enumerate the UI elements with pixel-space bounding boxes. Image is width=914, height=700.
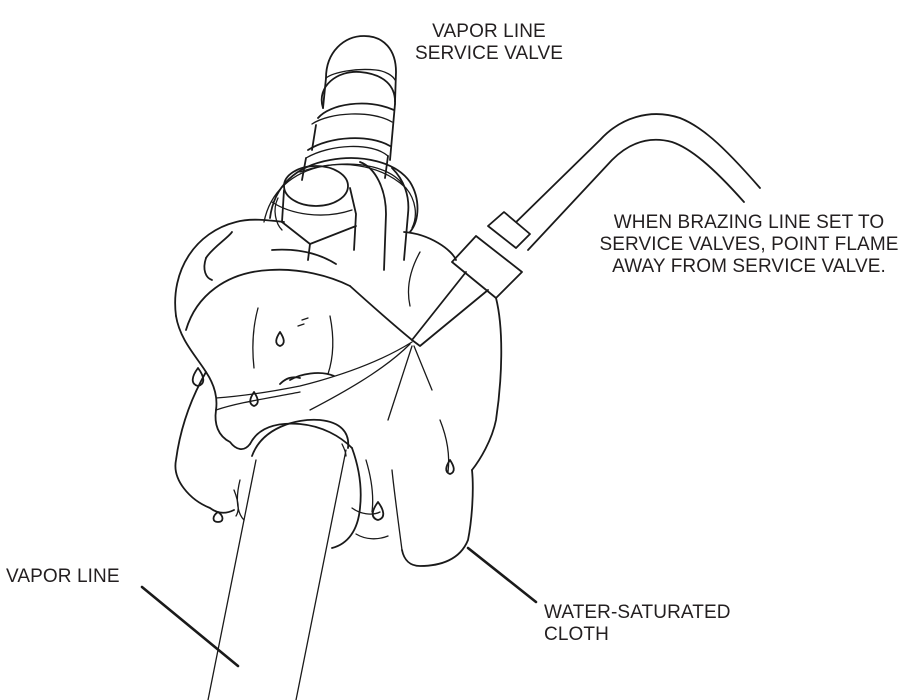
valve-body [263,157,419,271]
valve-cap-nut [271,165,357,261]
brazing-torch [411,113,761,347]
brazing-note-line3: AWAY FROM SERVICE VALVE. [612,256,886,277]
vapor-line-pipe [207,418,350,700]
cloth-label: WATER-SATURATED CLOTH [544,602,731,646]
service-valve-label-line2: SERVICE VALVE [414,43,564,64]
service-valve-stem [301,35,397,181]
vapor-line-leader [140,585,240,668]
vapor-line-label-line1: VAPOR LINE [6,566,120,587]
service-valve-label: VAPOR LINE SERVICE VALVE [408,21,570,65]
vapor-line-label: VAPOR LINE [6,566,120,588]
brazing-note-line1: WHEN BRAZING LINE SET TO [613,212,885,233]
brazing-note-label: WHEN BRAZING LINE SET TO SERVICE VALVES,… [590,212,908,278]
water-drops [191,331,455,523]
service-valve-label-line1: VAPOR LINE [432,21,546,42]
torch-flame [215,341,433,421]
brazing-note-line2: SERVICE VALVES, POINT FLAME [599,234,899,255]
wet-cloth [174,218,503,567]
cloth-label-line2: CLOTH [544,624,609,645]
cloth-leader [466,546,538,604]
cloth-label-line1: WATER-SATURATED [544,602,731,623]
